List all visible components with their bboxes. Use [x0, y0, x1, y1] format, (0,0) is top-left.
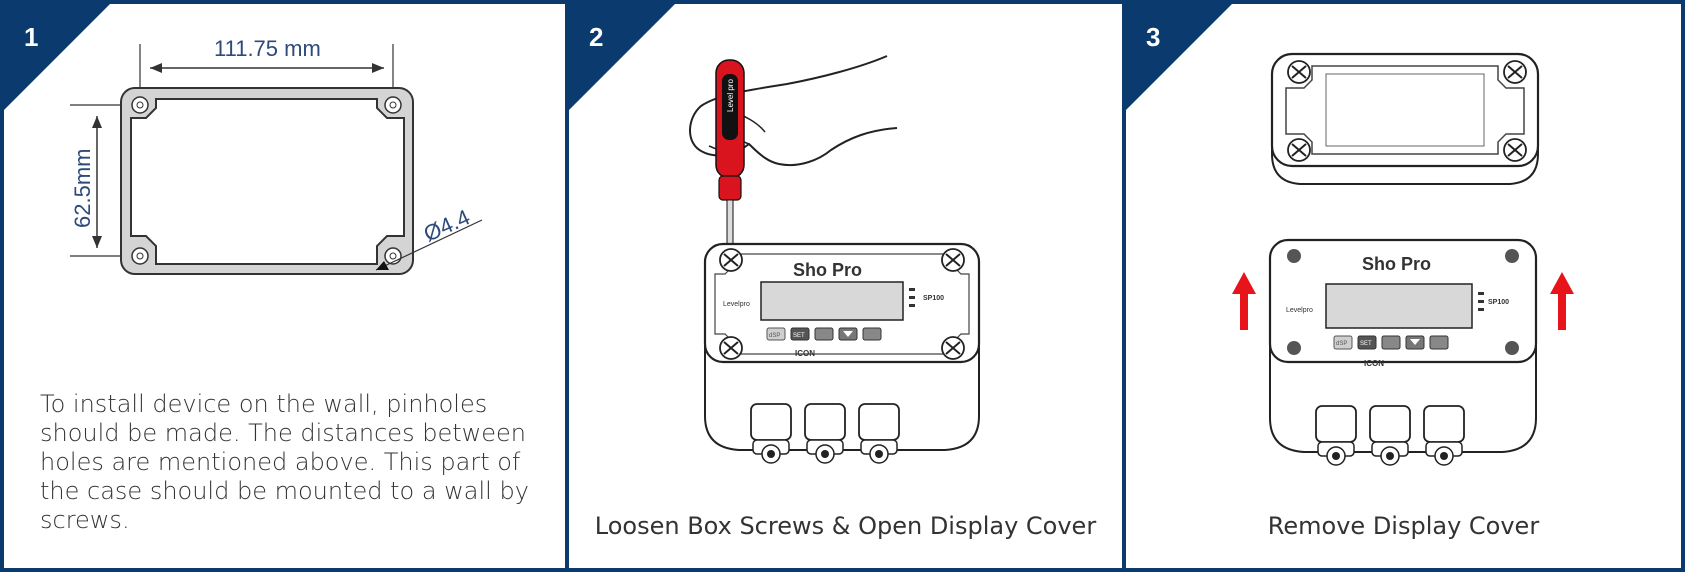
screw-icon	[719, 248, 965, 360]
down-arrow-icon	[843, 331, 853, 337]
step-3-caption: Remove Display Cover	[1267, 512, 1540, 540]
mounting-diagram: 111.75 mm 62.5mm Ø4.4	[70, 36, 483, 275]
step-2-caption: Loosen Box Screws & Open Display Cover	[594, 512, 1097, 540]
up-arrow-icon	[1232, 272, 1574, 330]
step-1-description: To install device on the wall, pinholes …	[40, 390, 529, 534]
down-arrow-icon	[1410, 339, 1420, 345]
remove-cover-illustration: Sho Pro Levelpro SP100 dSP SET ICON	[1232, 52, 1574, 466]
width-dimension: 111.75 mm	[214, 36, 321, 61]
maker-logo: ICON	[1364, 359, 1384, 368]
device-side-logo: Levelpro	[1286, 307, 1313, 314]
device-open-illustration: Level pro Sho Pro Levelpro	[689, 55, 981, 464]
cable-gland-icon	[1315, 405, 1465, 466]
step-number: 3	[1146, 22, 1161, 52]
display-cover	[1270, 52, 1540, 185]
step-number: 1	[24, 22, 39, 52]
device-model: SP100	[923, 295, 944, 302]
device-brand: Sho Pro	[793, 260, 862, 280]
button-set-label: SET	[793, 333, 805, 339]
device-brand: Sho Pro	[1362, 254, 1431, 274]
step-2-panel: Level pro Sho Pro Levelpro	[569, 4, 1122, 568]
button-set-label: SET	[1360, 341, 1372, 347]
step-3-panel: Sho Pro Levelpro SP100 dSP SET ICON	[1126, 4, 1681, 568]
panel-divider	[1122, 4, 1126, 568]
screw-icon	[1287, 60, 1527, 162]
device-model: SP100	[1488, 299, 1509, 306]
cable-gland-icon	[750, 403, 900, 464]
pinhole-icon	[131, 96, 402, 265]
hole-diameter-dimension: Ø4.4	[420, 204, 474, 246]
maker-logo: ICON	[795, 349, 815, 358]
button-dsp-label: dSP	[1336, 341, 1347, 347]
button-dsp-label: dSP	[769, 333, 780, 339]
height-dimension: 62.5mm	[70, 149, 95, 228]
step-1-panel: 111.75 mm 62.5mm Ø4.4 1 To install devic…	[4, 4, 565, 568]
device-side-logo: Levelpro	[723, 301, 750, 308]
screwdriver-icon: Level pro	[715, 59, 745, 253]
step-number: 2	[589, 22, 604, 52]
panel-divider	[565, 4, 569, 568]
screwdriver-brand: Level pro	[726, 79, 735, 112]
